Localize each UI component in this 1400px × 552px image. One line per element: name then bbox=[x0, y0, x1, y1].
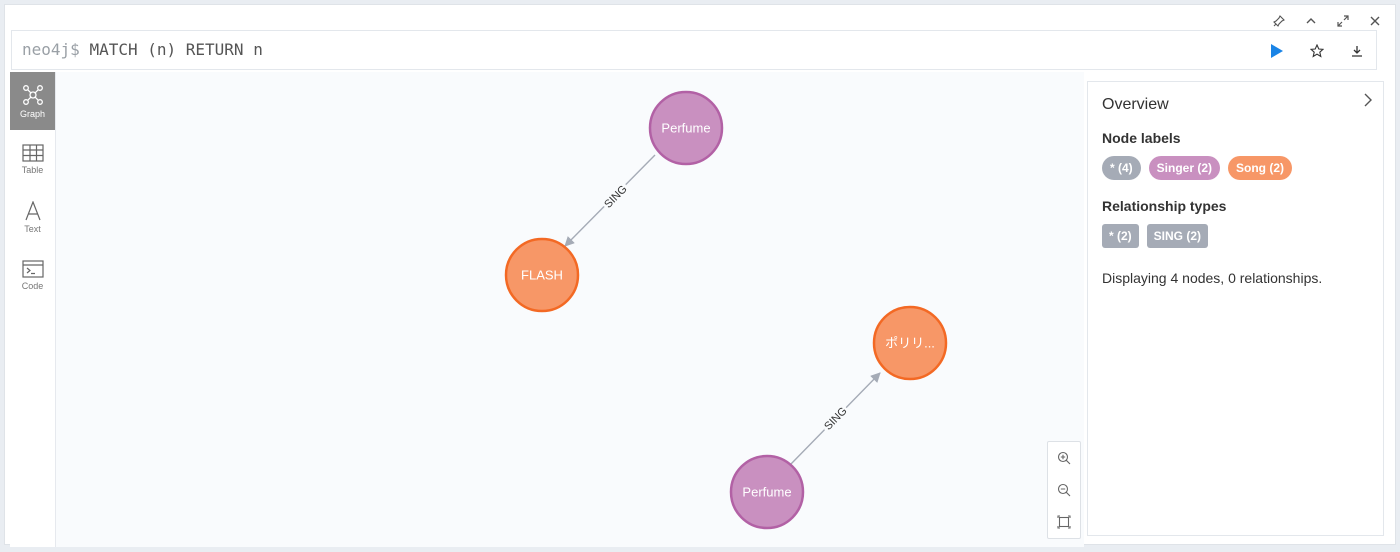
play-icon bbox=[1271, 44, 1283, 58]
relationship-label: SING bbox=[822, 405, 849, 433]
zoom-in-icon bbox=[1057, 451, 1071, 465]
query-text[interactable]: neo4j$ MATCH (n) RETURN n bbox=[22, 40, 263, 59]
zoom-out-button[interactable] bbox=[1048, 474, 1080, 506]
result-frame: neo4j$ MATCH (n) RETURN n Graph bbox=[4, 4, 1396, 547]
editor-prompt: neo4j$ bbox=[22, 40, 80, 59]
graph-svg: SING SING Perfume FLASH ポリリ... Perfume bbox=[504, 90, 948, 530]
graph-icon bbox=[22, 84, 43, 105]
relationship-sing-2[interactable]: SING bbox=[789, 372, 881, 466]
tab-graph-label: Graph bbox=[19, 108, 45, 119]
close-icon[interactable] bbox=[1363, 11, 1387, 31]
query-editor[interactable]: neo4j$ MATCH (n) RETURN n bbox=[11, 30, 1377, 70]
tab-table-label: Table bbox=[21, 164, 44, 175]
node-label-chips: * (4) Singer (2) Song (2) bbox=[1102, 156, 1369, 180]
text-icon bbox=[24, 200, 41, 220]
tab-text-label: Text bbox=[24, 223, 41, 234]
fit-icon bbox=[1057, 515, 1071, 529]
node-song[interactable]: ポリリ... bbox=[872, 305, 948, 381]
zoom-controls bbox=[1047, 441, 1081, 539]
node-label-chip-song[interactable]: Song (2) bbox=[1228, 156, 1293, 180]
tab-graph[interactable]: Graph bbox=[10, 72, 55, 130]
node-label-chip-singer[interactable]: Singer (2) bbox=[1148, 156, 1221, 180]
node-label-chip-all[interactable]: * (4) bbox=[1102, 156, 1141, 180]
relationship-label: SING bbox=[602, 183, 629, 211]
node-caption: FLASH bbox=[521, 267, 563, 282]
tab-code[interactable]: Code bbox=[10, 246, 55, 304]
code-icon bbox=[21, 259, 44, 278]
tab-code-label: Code bbox=[21, 280, 44, 291]
pin-icon[interactable] bbox=[1267, 11, 1291, 31]
relationship-chip-sing[interactable]: SING (2) bbox=[1146, 224, 1209, 248]
tab-table[interactable]: Table bbox=[10, 130, 55, 188]
table-icon bbox=[21, 143, 44, 162]
node-caption: Perfume bbox=[742, 484, 791, 499]
chevron-right-icon bbox=[1364, 93, 1372, 107]
run-button[interactable] bbox=[1262, 37, 1292, 65]
chevron-up-icon[interactable] bbox=[1299, 11, 1323, 31]
relationship-sing-1[interactable]: SING bbox=[564, 154, 656, 247]
relationship-type-chips: * (2) SING (2) bbox=[1102, 224, 1369, 248]
relationship-types-heading: Relationship types bbox=[1102, 198, 1227, 214]
download-icon bbox=[1352, 46, 1362, 57]
fit-button[interactable] bbox=[1048, 506, 1080, 538]
zoom-in-button[interactable] bbox=[1048, 442, 1080, 474]
download-button[interactable] bbox=[1342, 37, 1372, 65]
query-input[interactable]: MATCH (n) RETURN n bbox=[89, 40, 263, 59]
editor-actions bbox=[1262, 37, 1372, 65]
display-status: Displaying 4 nodes, 0 relationships. bbox=[1102, 270, 1323, 286]
overview-title: Overview bbox=[1102, 96, 1169, 113]
node-song[interactable]: FLASH bbox=[504, 237, 580, 313]
tab-text[interactable]: Text bbox=[10, 188, 55, 246]
view-tabs: Graph Table Text Code bbox=[10, 72, 56, 547]
node-singer[interactable]: Perfume bbox=[729, 454, 805, 530]
zoom-out-icon bbox=[1057, 483, 1071, 497]
node-singer[interactable]: Perfume bbox=[648, 90, 724, 166]
node-labels-heading: Node labels bbox=[1102, 130, 1181, 146]
overview-panel: Overview Node labels * (4) Singer (2) So… bbox=[1087, 81, 1384, 536]
favorite-button[interactable] bbox=[1302, 37, 1332, 65]
expand-icon[interactable] bbox=[1331, 11, 1355, 31]
graph-canvas[interactable]: SING SING Perfume FLASH ポリリ... Perfume bbox=[56, 72, 1084, 547]
star-icon bbox=[1310, 44, 1324, 58]
node-caption: ポリリ... bbox=[885, 335, 935, 350]
node-caption: Perfume bbox=[661, 120, 710, 135]
collapse-button[interactable] bbox=[1363, 92, 1373, 113]
relationship-chip-all[interactable]: * (2) bbox=[1102, 224, 1139, 248]
window-controls bbox=[1267, 11, 1387, 31]
